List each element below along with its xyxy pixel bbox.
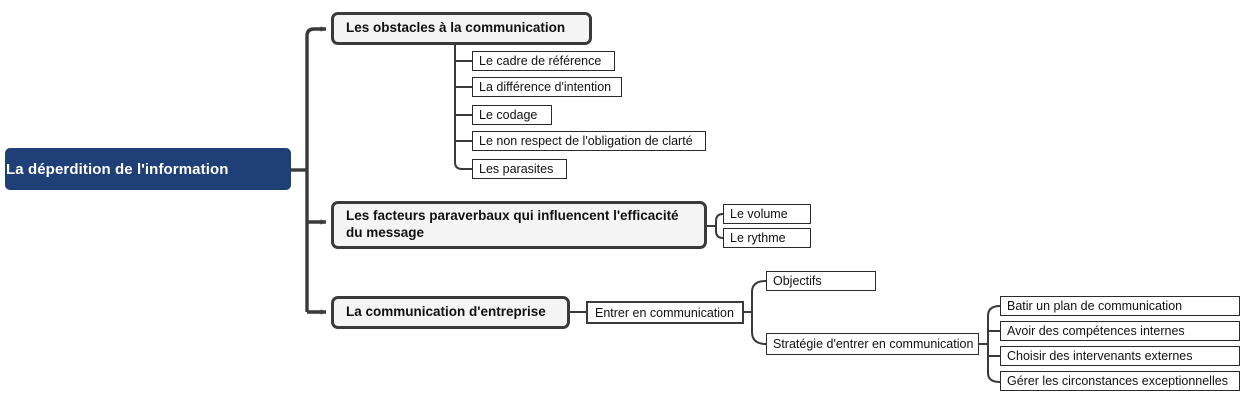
node-strategie-label: Stratégie d'entrer en communication (773, 337, 974, 351)
leaf-avoir-competences-internes[interactable]: Avoir des compétences internes (1000, 321, 1240, 341)
leaf-label: Gérer les circonstances exceptionnelles (1007, 374, 1228, 388)
leaf-label: Le non respect de l'obligation de clarté (479, 134, 693, 148)
leaf-label: La différence d'intention (479, 80, 612, 94)
leaf-le-rythme[interactable]: Le rythme (723, 228, 811, 248)
branch-node-obstacles-label: Les obstacles à la communication (346, 20, 566, 36)
leaf-codage[interactable]: Le codage (472, 105, 552, 125)
leaf-label: Le rythme (730, 231, 786, 245)
edge-b1-spine (454, 44, 472, 170)
branch-label-line-1: Les facteurs paraverbaux qui influencent… (346, 208, 679, 224)
branch-node-facteurs-paraverbaux-label: Les facteurs paraverbaux qui influencent… (346, 208, 692, 242)
leaf-label: Objectifs (773, 274, 822, 288)
edge-b2-bracket (715, 213, 724, 239)
leaf-batir-plan-communication[interactable]: Batir un plan de communication (1000, 296, 1240, 316)
edge-root-to-branch-1 (305, 26, 327, 37)
leaf-label: Choisir des intervenants externes (1007, 349, 1193, 363)
leaf-le-volume[interactable]: Le volume (723, 204, 811, 224)
node-entrer-en-communication[interactable]: Entrer en communication (586, 301, 744, 324)
leaf-objectifs[interactable]: Objectifs (766, 271, 876, 291)
branch-node-obstacles[interactable]: Les obstacles à la communication (331, 12, 592, 45)
leaf-label: Le codage (479, 108, 538, 122)
branch-node-facteurs-paraverbaux[interactable]: Les facteurs paraverbaux qui influencent… (331, 201, 707, 249)
leaf-label: Les parasites (479, 162, 554, 176)
edge-strategie-bracket (987, 305, 1001, 383)
leaf-label: Avoir des compétences internes (1007, 324, 1185, 338)
leaf-choisir-intervenants-externes[interactable]: Choisir des intervenants externes (1000, 346, 1240, 366)
root-node-label: La déperdition de l'information (6, 160, 229, 178)
leaf-label: Le cadre de référence (479, 54, 602, 68)
branch-node-communication-entreprise-label: La communication d'entreprise (346, 304, 546, 320)
edge-entrer-bracket (751, 280, 767, 345)
leaf-non-respect-obligation-clarte[interactable]: Le non respect de l'obligation de clarté (472, 131, 706, 151)
leaf-cadre-de-reference[interactable]: Le cadre de référence (472, 51, 615, 71)
leaf-label: Batir un plan de communication (1007, 299, 1183, 313)
leaf-difference-intention[interactable]: La différence d'intention (472, 77, 622, 97)
node-strategie-entrer-communication[interactable]: Stratégie d'entrer en communication (766, 333, 979, 355)
branch-label-line-2: du message (346, 225, 425, 240)
leaf-gerer-circonstances-exceptionnelles[interactable]: Gérer les circonstances exceptionnelles (1000, 371, 1240, 391)
branch-node-communication-entreprise[interactable]: La communication d'entreprise (331, 296, 570, 329)
root-node[interactable]: La déperdition de l'information (5, 148, 291, 190)
node-entrer-en-communication-label: Entrer en communication (595, 305, 734, 320)
leaf-label: Le volume (730, 207, 788, 221)
leaf-parasites[interactable]: Les parasites (472, 159, 567, 179)
